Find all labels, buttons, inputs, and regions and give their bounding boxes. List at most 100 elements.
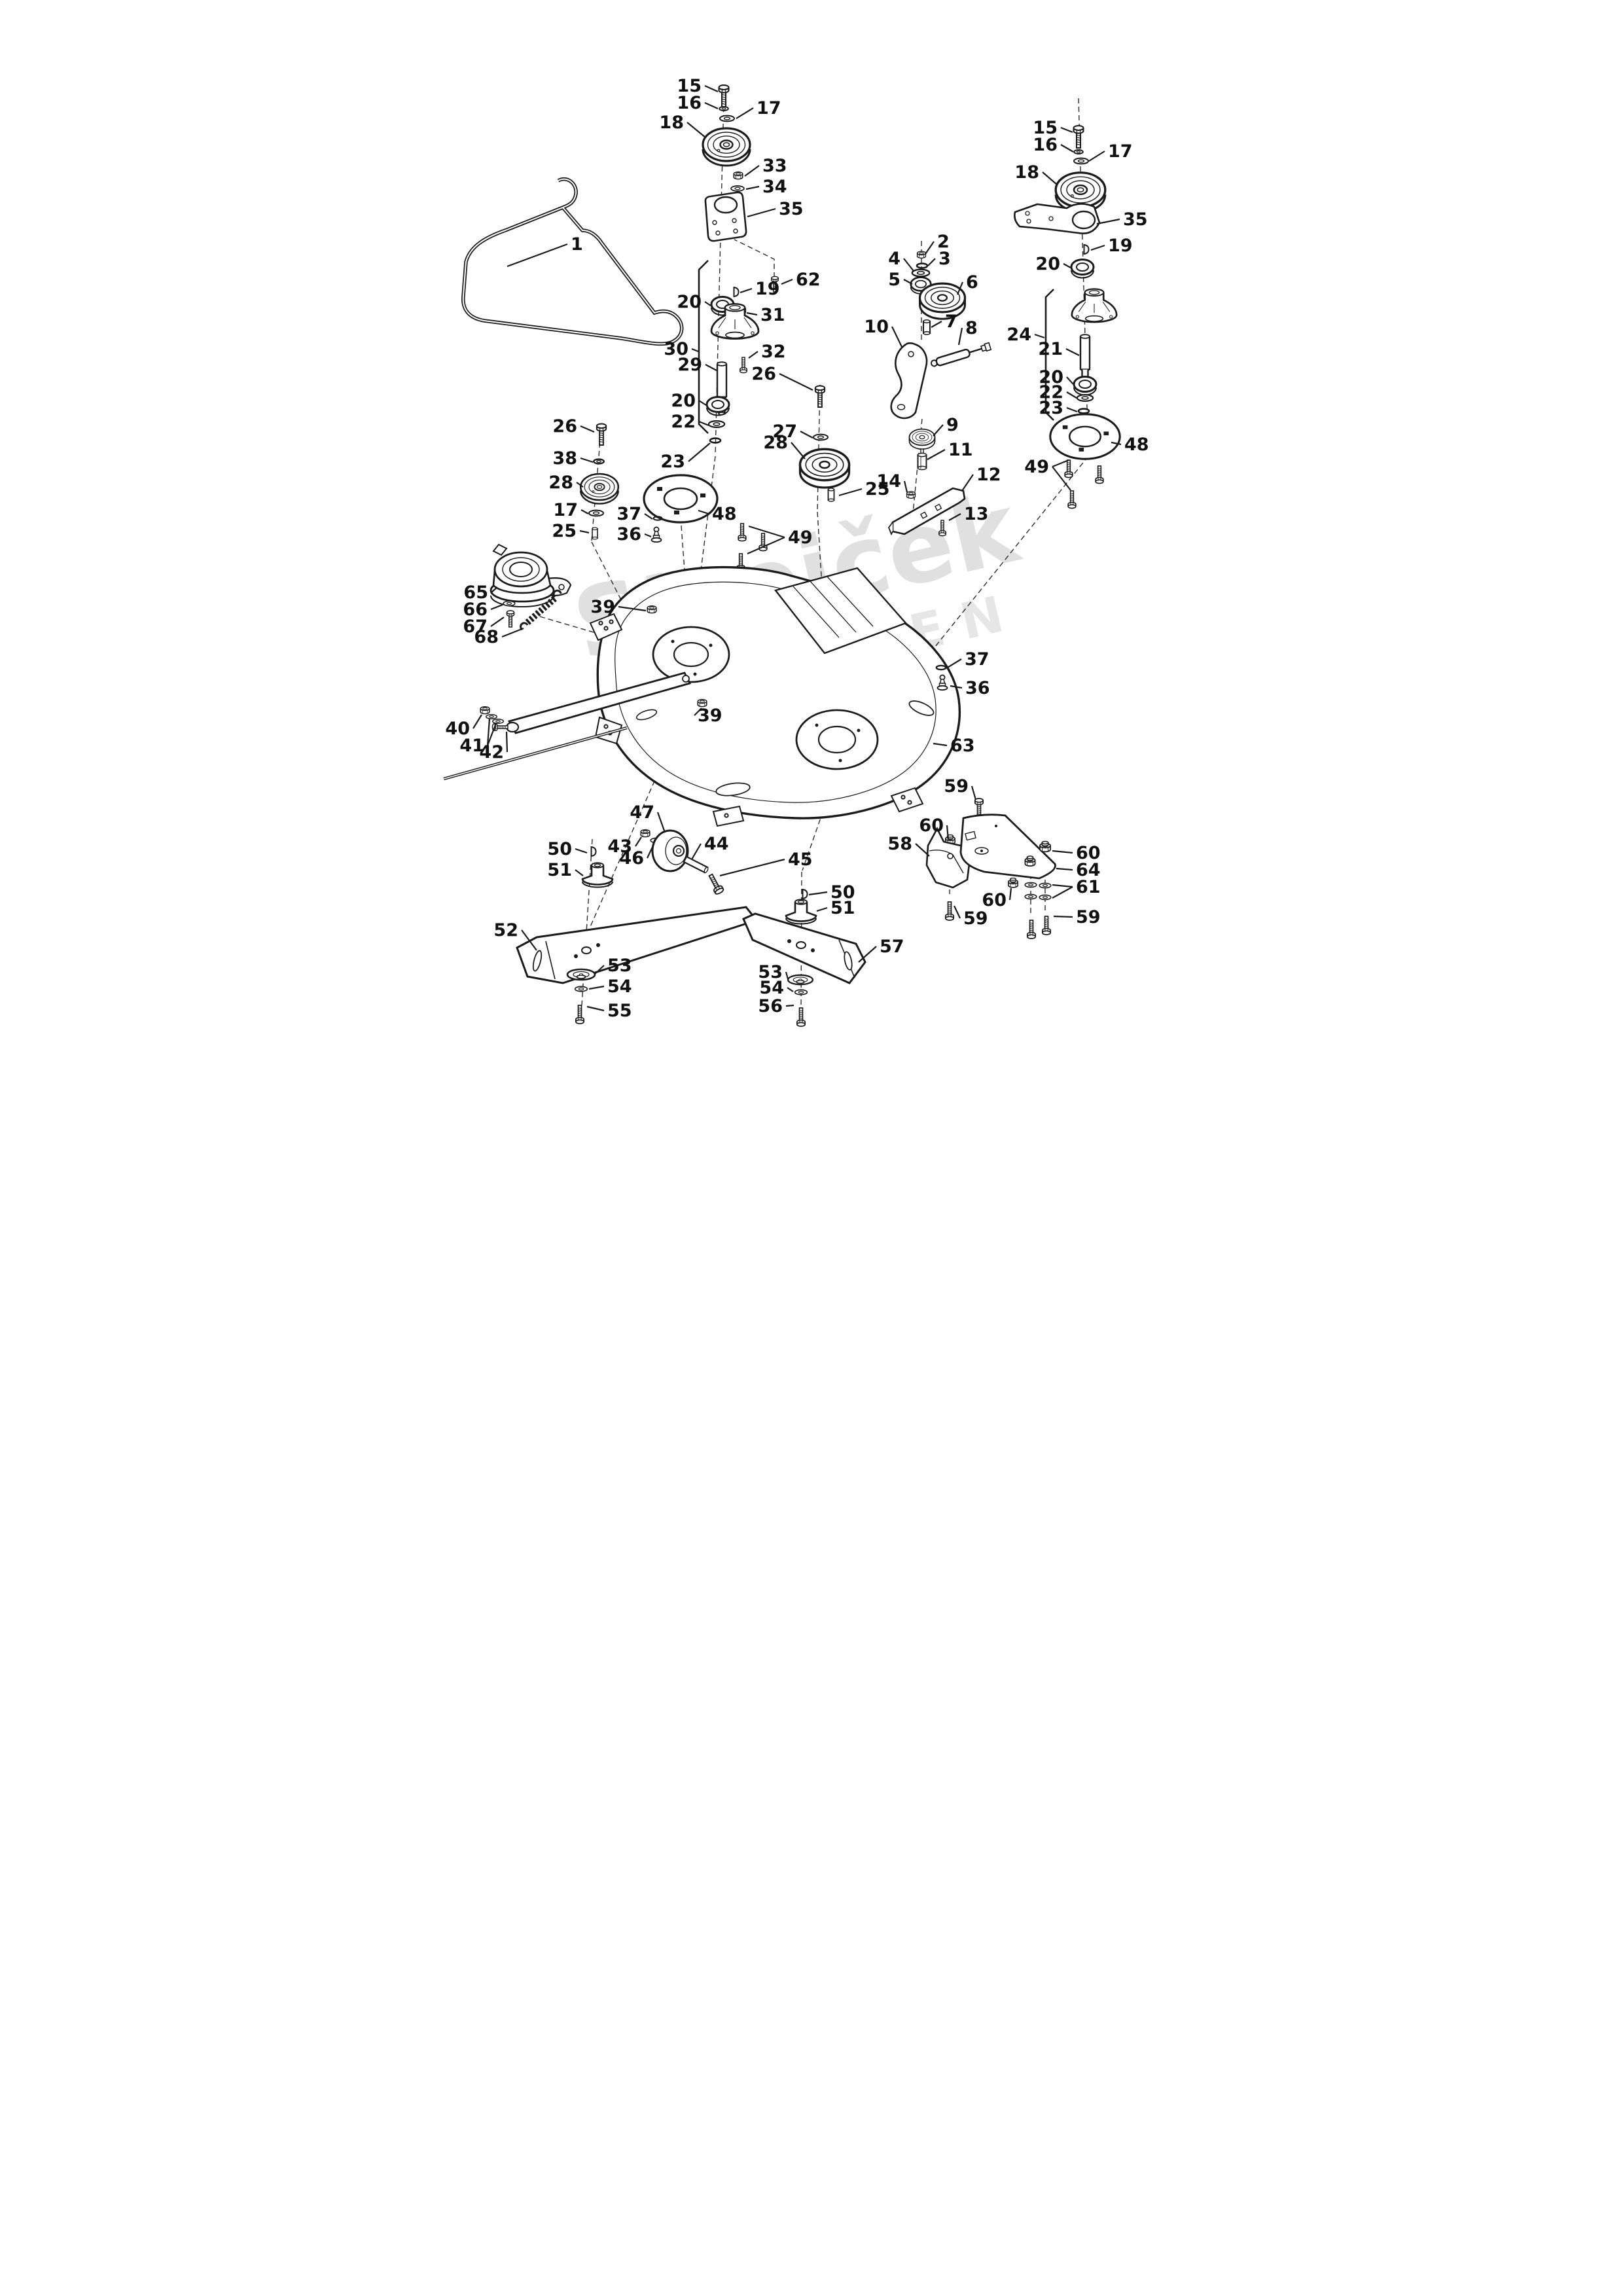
leader-line-39	[618, 605, 647, 612]
part-number-31: 31	[760, 305, 785, 325]
part-number-68: 68	[474, 627, 499, 647]
part-callout-31: 31	[746, 305, 785, 325]
part-callout-23: 23	[1039, 398, 1078, 418]
leader-line-49	[1052, 466, 1071, 491]
part-number-25: 25	[865, 479, 890, 499]
part-number-14: 14	[876, 471, 901, 492]
part-number-20: 20	[1039, 367, 1063, 387]
part-number-51: 51	[547, 860, 572, 880]
leader-line-39	[694, 708, 702, 716]
part-number-18: 18	[659, 113, 684, 133]
bolt-49r3	[1067, 490, 1077, 509]
leader-line-25	[838, 488, 863, 497]
part-callout-16: 16	[677, 93, 719, 113]
part-callout-50: 50	[808, 882, 855, 903]
leader-line-3	[927, 258, 936, 266]
bolt-67	[506, 610, 515, 628]
washer-17b	[588, 509, 604, 517]
part-callout-27: 27	[772, 422, 813, 442]
spacer-7	[923, 319, 931, 336]
leader-line-20	[704, 301, 711, 306]
leader-line-60	[1008, 888, 1012, 901]
bolt-45	[706, 872, 725, 896]
leader-line-52	[521, 929, 537, 951]
part-callout-7: 7	[931, 312, 957, 332]
cup-washer-53r	[787, 974, 814, 986]
ring-23r	[1077, 408, 1090, 414]
part-number-28: 28	[763, 433, 788, 453]
wheel-assembly	[640, 829, 725, 896]
part-callout-64: 64	[1056, 860, 1101, 880]
part-callout-49: 49	[1024, 457, 1071, 491]
leader-line-15	[1060, 126, 1073, 134]
part-number-21: 21	[1038, 339, 1063, 359]
left-idler-assembly	[579, 423, 620, 540]
pulley-6	[918, 282, 967, 320]
part-callout-19: 19	[1090, 236, 1133, 256]
part-number-45: 45	[788, 850, 813, 870]
blade-57	[742, 912, 866, 984]
leader-line-59	[1053, 915, 1073, 918]
bolt-56	[796, 1007, 806, 1027]
bracket-35	[704, 191, 747, 242]
leader-line-50	[808, 891, 828, 896]
rear-guard-assembly	[925, 798, 1056, 939]
part-callout-25: 25	[838, 479, 890, 499]
part-callout-20: 20	[1039, 367, 1074, 387]
part-number-42: 42	[479, 742, 504, 762]
leader-line-13	[948, 513, 961, 521]
leader-line-19	[1090, 244, 1105, 251]
bolt-49r2	[1095, 465, 1104, 484]
washer-61a	[1024, 882, 1037, 888]
part-number-27: 27	[772, 422, 797, 442]
part-number-65: 65	[463, 583, 488, 603]
leader-line-57	[858, 946, 877, 963]
part-callout-5: 5	[888, 270, 913, 290]
part-callout-55: 55	[586, 1001, 632, 1021]
part-number-28: 28	[548, 473, 573, 493]
nut-2	[916, 251, 927, 259]
leader-line-22	[1066, 391, 1077, 399]
part-callout-35: 35	[1096, 209, 1148, 230]
washer-34	[730, 185, 745, 192]
part-callout-6: 6	[956, 272, 978, 295]
part-callout-66: 66	[463, 600, 503, 620]
washer-4	[911, 268, 931, 278]
part-callout-37: 37	[616, 504, 653, 524]
part-callout-51: 51	[816, 898, 855, 918]
part-number-43: 43	[607, 836, 632, 857]
leader-line-6	[956, 281, 964, 295]
leader-line-40	[473, 714, 482, 729]
leader-line-18	[687, 122, 706, 138]
leader-line-18	[1042, 171, 1058, 185]
part-callout-58: 58	[887, 834, 930, 857]
cover-plate-12	[887, 487, 966, 536]
axle-tube-44	[683, 855, 709, 874]
leader-line-35	[747, 207, 776, 218]
bolt-26	[814, 385, 826, 408]
leader-line-16	[1060, 144, 1074, 152]
part-number-39: 39	[590, 597, 615, 617]
leader-line-20	[1066, 376, 1074, 385]
part-number-66: 66	[463, 600, 488, 620]
part-callout-40: 40	[445, 714, 482, 739]
belt-deflector-58	[925, 827, 971, 889]
part-callout-17: 17	[736, 98, 781, 119]
part-callout-26: 26	[552, 416, 595, 437]
nut-60b	[1040, 842, 1050, 852]
part-callout-39: 39	[694, 706, 722, 726]
part-callout-54: 54	[759, 978, 794, 998]
part-number-51: 51	[830, 898, 855, 918]
part-number-54: 54	[759, 978, 784, 998]
grease-plug-36	[651, 526, 662, 543]
leader-line-37	[946, 658, 962, 669]
part-number-38: 38	[552, 448, 577, 469]
part-callout-39: 39	[590, 597, 647, 617]
washer-54r	[794, 989, 808, 996]
leader-line-14	[903, 480, 908, 493]
part-number-37: 37	[616, 504, 641, 524]
part-number-22: 22	[1039, 382, 1063, 403]
spring-damper-8	[930, 342, 992, 367]
right-spindle-assembly	[1014, 125, 1121, 509]
part-number-36: 36	[616, 524, 641, 545]
